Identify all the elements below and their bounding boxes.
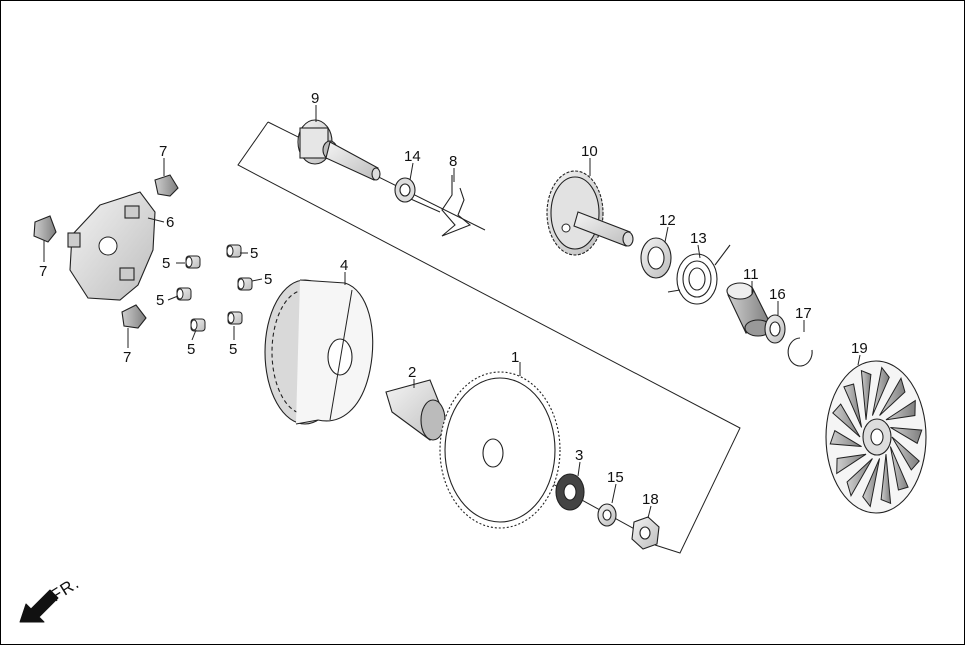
part-3-bearing <box>555 473 585 511</box>
callout-5b: 5 <box>250 245 258 262</box>
arrow-down-left-icon <box>19 589 59 623</box>
fan-blade <box>862 458 881 508</box>
part-2-collar <box>385 379 449 441</box>
part-4-drive-face <box>264 279 374 425</box>
callout-6: 6 <box>166 214 174 231</box>
callout-3: 3 <box>575 447 583 464</box>
callout-7c: 7 <box>123 349 131 366</box>
callout-18: 18 <box>642 491 659 508</box>
weight-roller <box>227 311 243 325</box>
part-12-seal <box>640 237 672 279</box>
part-5-rollers <box>176 244 253 332</box>
callout-14: 14 <box>404 148 421 165</box>
callout-1: 1 <box>511 349 519 366</box>
part-7-slider-top <box>154 174 179 197</box>
callout-5a: 5 <box>162 255 170 272</box>
callout-11: 11 <box>743 266 759 283</box>
callout-labels: 1 2 3 4 5 5 5 5 5 5 6 7 7 7 8 9 10 11 12… <box>39 90 868 508</box>
part-9-shaft <box>297 119 381 181</box>
part-11-bushing <box>726 282 772 337</box>
fan-blade <box>832 403 861 438</box>
part-17-circlip <box>787 337 813 367</box>
callout-9: 9 <box>311 90 319 107</box>
fan-blade <box>880 454 892 505</box>
part-8-clip <box>441 175 472 237</box>
weight-roller <box>237 277 253 291</box>
callout-12: 12 <box>659 212 676 229</box>
part-18-nut <box>631 516 660 550</box>
callout-5f: 5 <box>229 341 237 358</box>
fan-blade <box>843 383 863 428</box>
fan-blade <box>891 436 920 471</box>
part-10-gear <box>546 170 634 256</box>
part-6-ramp-plate <box>67 191 156 301</box>
callout-5c: 5 <box>264 271 272 288</box>
fan-blade <box>885 399 916 421</box>
part-14-washer <box>394 177 416 203</box>
part-19-fan-pulley <box>825 360 927 514</box>
callout-7b: 7 <box>39 263 47 280</box>
callout-8: 8 <box>449 153 457 170</box>
part-13-spring <box>667 244 731 305</box>
weight-roller <box>190 318 206 332</box>
fan-blade <box>871 366 890 416</box>
weight-roller <box>185 255 201 269</box>
callout-5e: 5 <box>187 341 195 358</box>
part-15-washer <box>597 503 617 527</box>
fan-blade <box>879 376 906 416</box>
callout-2: 2 <box>408 364 416 381</box>
fan-blade <box>829 429 862 448</box>
fan-blade <box>889 446 909 491</box>
callout-16: 16 <box>769 286 786 303</box>
callout-7a: 7 <box>159 143 167 160</box>
callout-4: 4 <box>340 257 348 274</box>
fan-blade <box>860 369 872 420</box>
fan-blade <box>846 458 873 498</box>
callout-17: 17 <box>795 305 812 322</box>
callout-10: 10 <box>581 143 598 160</box>
part-1-drive-face <box>439 371 561 529</box>
part-7-slider-left <box>33 215 57 243</box>
direction-indicator: FR. <box>19 573 83 623</box>
part-7-slider-bottom <box>121 304 147 329</box>
callout-5d: 5 <box>156 292 164 309</box>
callout-19: 19 <box>851 340 868 357</box>
fan-blade <box>890 426 923 445</box>
fan-blade <box>836 453 867 475</box>
part-16-washer <box>764 314 786 344</box>
leader-lines <box>43 105 861 519</box>
weight-roller <box>176 287 192 301</box>
callout-13: 13 <box>690 230 707 247</box>
weight-roller <box>226 244 242 258</box>
callout-15: 15 <box>607 469 624 486</box>
